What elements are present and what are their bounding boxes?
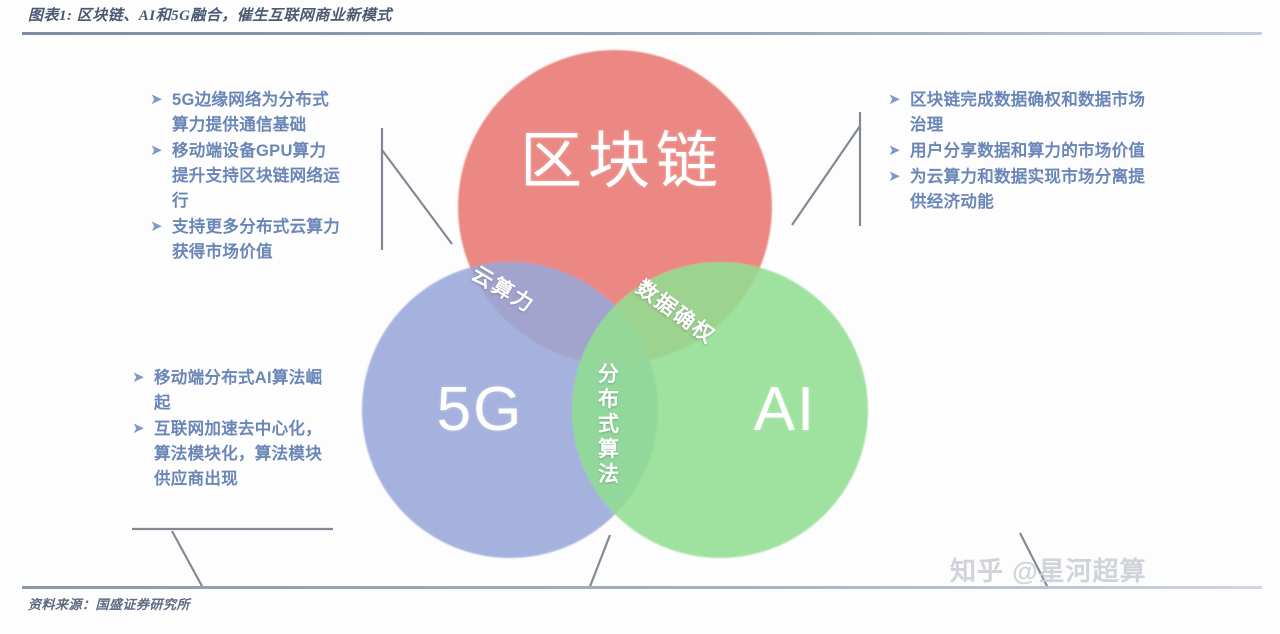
- watermark: 知乎 @星河超算: [950, 556, 1147, 586]
- arrow-bullet-icon: ➤: [150, 142, 163, 159]
- list-item: ➤ 区块链完成数据确权和数据市场治理: [888, 88, 1158, 138]
- callout-bottom-left-list: ➤ 移动端分布式AI算法崛起 ➤ 互联网加速去中心化，算法模块化，算法模块供应商…: [132, 366, 332, 492]
- arrow-bullet-icon: ➤: [888, 168, 901, 185]
- connector-top-right-diagonal: [791, 125, 861, 226]
- list-item-label: 移动端设备GPU算力提升支持区块链网络运行: [172, 142, 340, 210]
- arrow-bullet-icon: ➤: [132, 420, 145, 437]
- callout-top-left-list: ➤ 5G边缘网络为分布式算力提供通信基础 ➤ 移动端设备GPU算力提升支持区块链…: [150, 88, 340, 265]
- list-item-label: 支持更多分布式云算力获得市场价值: [172, 218, 340, 261]
- source-divider: [22, 586, 1262, 589]
- source-note: 资料来源：国盛证券研究所: [28, 597, 191, 612]
- list-item-label: 用户分享数据和算力的市场价值: [910, 142, 1146, 160]
- arrow-bullet-icon: ➤: [132, 369, 145, 386]
- page-title: 图表1: 区块链、AI和5G融合，催生互联网商业新模式: [28, 8, 392, 24]
- connector-bottom-left-diagonal: [171, 530, 204, 589]
- arrow-bullet-icon: ➤: [888, 142, 901, 159]
- list-item: ➤ 支持更多分布式云算力获得市场价值: [150, 215, 340, 265]
- callout-top-right-list: ➤ 区块链完成数据确权和数据市场治理 ➤ 用户分享数据和算力的市场价值 ➤ 为云…: [888, 88, 1158, 215]
- arrow-bullet-icon: ➤: [150, 218, 163, 235]
- connector-top-left-diagonal: [381, 149, 453, 245]
- list-item-label: 移动端分布式AI算法崛起: [154, 369, 323, 412]
- list-item: ➤ 用户分享数据和算力的市场价值: [888, 139, 1158, 164]
- callout-top-left: ➤ 5G边缘网络为分布式算力提供通信基础 ➤ 移动端设备GPU算力提升支持区块链…: [150, 88, 340, 266]
- list-item: ➤ 移动端分布式AI算法崛起: [132, 366, 332, 416]
- callout-top-right: ➤ 区块链完成数据确权和数据市场治理 ➤ 用户分享数据和算力的市场价值 ➤ 为云…: [888, 88, 1158, 216]
- venn-circle-blockchain: [458, 50, 772, 364]
- list-item-label: 为云算力和数据实现市场分离提供经济动能: [910, 168, 1146, 211]
- venn-overlap-label-data-rights: 数据确权: [631, 276, 720, 349]
- arrow-bullet-icon: ➤: [150, 91, 163, 108]
- venn-label-ai: AI: [753, 375, 817, 444]
- list-item: ➤ 为云算力和数据实现市场分离提供经济动能: [888, 165, 1158, 215]
- list-item: ➤ 5G边缘网络为分布式算力提供通信基础: [150, 88, 340, 138]
- list-item-label: 区块链完成数据确权和数据市场治理: [910, 91, 1146, 134]
- connector-bottom-middle-diagonal: [587, 534, 612, 590]
- list-item-label: 互联网加速去中心化，算法模块化，算法模块供应商出现: [154, 420, 322, 488]
- list-item: ➤ 互联网加速去中心化，算法模块化，算法模块供应商出现: [132, 417, 332, 492]
- venn-overlap-label-distributed-algorithm: 分布式算法: [598, 363, 619, 486]
- venn-label-blockchain: 区块链: [519, 127, 724, 196]
- arrow-bullet-icon: ➤: [888, 91, 901, 108]
- venn-overlap-label-cloud-power: 云算力: [467, 262, 539, 318]
- list-item: ➤ 移动端设备GPU算力提升支持区块链网络运行: [150, 139, 340, 214]
- title-divider: [22, 32, 1262, 35]
- list-item-label: 5G边缘网络为分布式算力提供通信基础: [172, 91, 330, 134]
- callout-bottom-left: ➤ 移动端分布式AI算法崛起 ➤ 互联网加速去中心化，算法模块化，算法模块供应商…: [132, 366, 332, 493]
- venn-label-5g: 5G: [436, 375, 524, 444]
